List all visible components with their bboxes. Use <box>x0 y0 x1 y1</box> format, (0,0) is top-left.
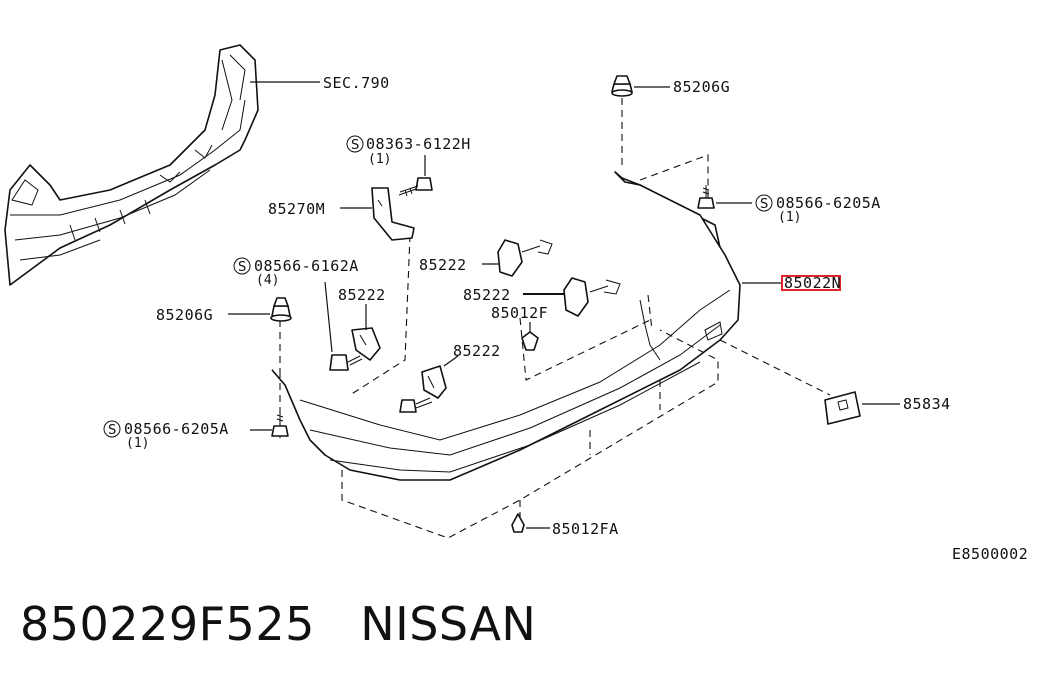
label-85206g-top: 85206G <box>673 78 730 96</box>
label-85012f: 85012F <box>491 304 548 322</box>
bracket-85222-left <box>351 327 381 361</box>
caption-part-number: 850229F525 <box>20 597 315 651</box>
label-85222-left: 85222 <box>338 286 386 304</box>
assembly-dash-lines <box>279 98 831 539</box>
caption-brand: NISSAN <box>360 597 537 651</box>
label-85206g-left: 85206G <box>156 306 213 324</box>
clip-85206g-top <box>611 75 633 97</box>
s-letter-08566-6162: S <box>238 260 246 275</box>
leader-85222-low <box>443 355 459 367</box>
leader-08566-6162 <box>324 281 333 353</box>
s-symbol-08363 <box>346 135 364 153</box>
bolt-08363 <box>398 177 433 197</box>
plate-85834 <box>824 391 861 425</box>
s-symbol-08566-left <box>103 420 121 438</box>
bolt-85222-low <box>399 397 433 413</box>
label-85022n: 85022N <box>784 274 841 292</box>
s-symbol-08566-6162 <box>233 257 251 275</box>
qty-08566-left: (1) <box>126 436 149 451</box>
label-85222-low: 85222 <box>453 342 501 360</box>
label-08566-6205a-right: 08566-6205A <box>776 194 881 212</box>
clip-85012f <box>521 331 539 351</box>
label-sec790: SEC.790 <box>323 74 390 92</box>
qty-08566-right: (1) <box>778 210 801 225</box>
label-08566-6162a: 08566-6162A <box>254 257 359 275</box>
rear-body-panel <box>4 44 259 286</box>
s-letter-08363: S <box>351 138 359 153</box>
qty-08566-6162: (4) <box>256 273 279 288</box>
label-85012fa: 85012FA <box>552 520 619 538</box>
clip-85012fa <box>511 513 525 533</box>
label-08363-6122h: 08363-6122H <box>366 135 471 153</box>
bolt-08566-left <box>271 412 289 437</box>
bolt-08566-right <box>697 185 715 209</box>
s-symbol-08566-right <box>755 194 773 212</box>
s-letter-08566-left: S <box>108 423 116 438</box>
s-letter-08566-right: S <box>760 197 768 212</box>
label-85834: 85834 <box>903 395 951 413</box>
bracket-85222-mid2 <box>563 277 621 317</box>
label-85222-mid2: 85222 <box>463 286 511 304</box>
caption: 850229F525 NISSAN <box>20 597 536 651</box>
bracket-85222-mid1 <box>497 239 553 277</box>
diagram-code: E8500002 <box>952 545 1028 563</box>
label-85270m: 85270M <box>268 200 325 218</box>
label-08566-6205a-left: 08566-6205A <box>124 420 229 438</box>
label-85222-mid1: 85222 <box>419 256 467 274</box>
qty-08363: (1) <box>368 152 391 167</box>
rear-bumper-fascia <box>271 171 741 481</box>
bracket-85270m <box>371 187 415 241</box>
highlight-box <box>781 275 841 291</box>
clip-85206g-left <box>270 297 292 322</box>
bolt-08566-6162 <box>329 354 363 371</box>
bracket-85222-low <box>421 365 447 399</box>
